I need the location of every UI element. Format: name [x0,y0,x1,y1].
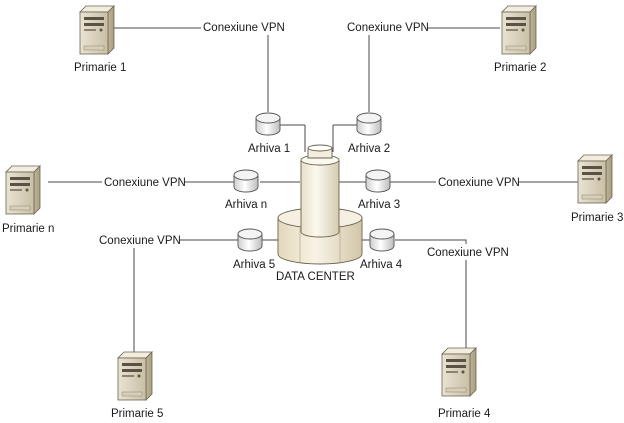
vpn-label-4: Conexiune VPN [425,244,509,260]
vpn-label-1: Conexiune VPN [201,19,285,35]
site-primarie-n: Primarie n [2,165,54,235]
vpn-label-text: Conexiune VPN [438,177,520,189]
server-tower-icon [5,165,41,215]
primarie-2-label: Primarie 2 [494,62,546,74]
site-primarie-1: Primarie 1 [74,5,126,74]
link-primarie-4 [395,239,467,348]
database-disk-icon [365,169,391,193]
vpn-label-2: Conexiune VPN [345,19,429,35]
datacenter-label: DATA CENTER [276,271,355,283]
archive-5-label: Arhiva 5 [233,259,275,271]
database-disk-icon [369,228,395,252]
archive-2: Arhiva 2 [348,112,390,155]
primarie-4-label: Primarie 4 [438,408,491,420]
server-tower-icon [577,154,613,204]
site-primarie-4: Primarie 4 [438,347,491,420]
link-primarie-5 [133,239,238,360]
vpn-label-3: Conexiune VPN [436,174,520,190]
vpn-label-text: Conexiune VPN [203,22,285,34]
primarie-5-label: Primarie 5 [111,408,163,420]
vpn-label-text: Conexiune VPN [427,247,509,259]
archive-1-label: Arhiva 1 [248,143,290,155]
archive-n: Arhiva n [225,169,267,211]
datacenter-tower-icon [277,144,363,265]
vpn-label-5: Conexiune VPN [97,232,181,248]
vpn-label-text: Conexiune VPN [104,177,186,189]
link-primarie-2 [368,27,500,112]
vpn-label-n: Conexiune VPN [102,174,186,190]
database-disk-icon [255,112,281,136]
vpn-label-text: Conexiune VPN [347,22,429,34]
site-primarie-2: Primarie 2 [494,5,546,74]
archive-2-label: Arhiva 2 [348,143,390,155]
archive-1: Arhiva 1 [248,112,290,155]
archive-5: Arhiva 5 [233,228,275,271]
site-primarie-3: Primarie 3 [571,154,623,224]
database-disk-icon [356,112,382,136]
server-tower-icon [441,347,477,397]
archive-4-label: Arhiva 4 [360,259,403,271]
server-tower-icon [79,5,115,55]
link-primarie-1 [110,27,269,112]
server-tower-icon [117,351,153,401]
primarie-n-label: Primarie n [2,223,54,235]
database-disk-icon [237,228,263,252]
database-disk-icon [233,169,259,193]
archive-4: Arhiva 4 [360,228,403,271]
primarie-3-label: Primarie 3 [571,212,623,224]
archive-3-label: Arhiva 3 [358,199,400,211]
site-primarie-5: Primarie 5 [111,351,163,420]
archive-n-label: Arhiva n [225,199,267,211]
primarie-1-label: Primarie 1 [74,62,126,74]
archive-3: Arhiva 3 [358,169,400,211]
vpn-label-text: Conexiune VPN [99,235,181,247]
server-tower-icon [501,5,537,55]
